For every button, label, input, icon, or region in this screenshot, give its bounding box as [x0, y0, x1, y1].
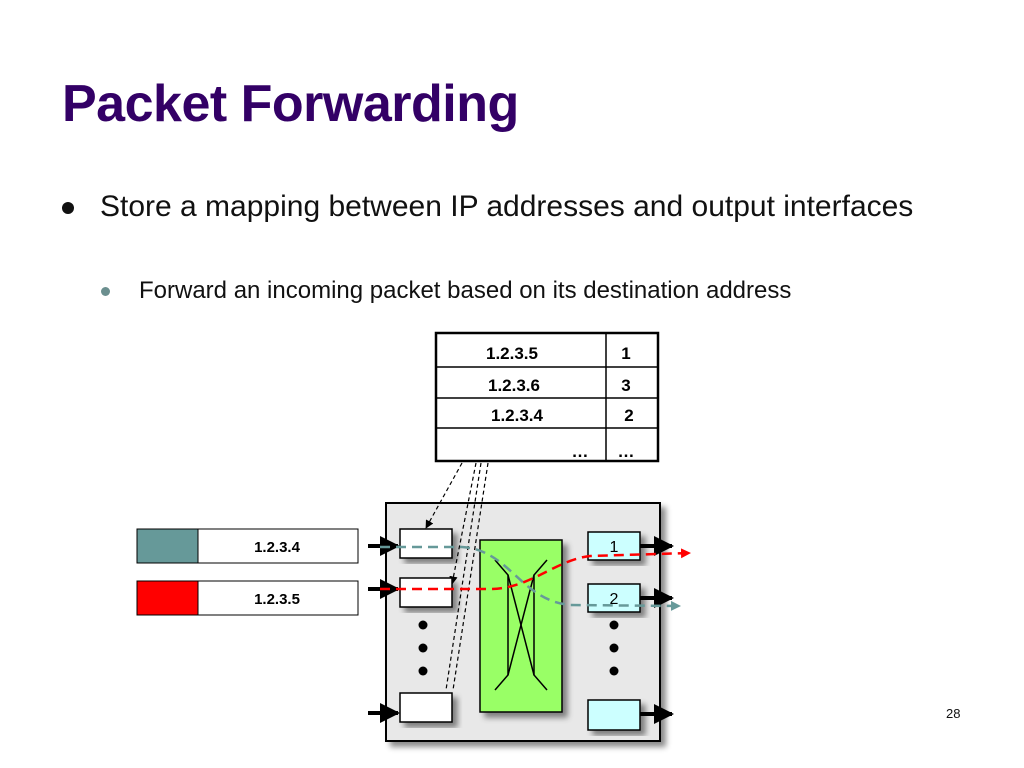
input-port	[399, 577, 453, 608]
red-packet-path	[380, 548, 691, 591]
packet-address: 1.2.3.5	[254, 591, 300, 608]
table-ellipsis-cell: …	[572, 442, 589, 461]
input-port	[399, 528, 453, 559]
packet-2: 1.2.3.5	[136, 580, 359, 616]
table-address-cell: 1.2.3.5	[486, 344, 538, 363]
output-port-label: 2	[610, 591, 619, 608]
input-port	[399, 692, 453, 723]
switch-fabric	[479, 539, 563, 713]
teal-packet-path	[380, 545, 681, 611]
link-arrows	[368, 536, 674, 724]
sub-bullet-dot-icon	[101, 287, 110, 296]
table-address-cell: 1.2.3.4	[491, 406, 544, 425]
page-number: 28	[946, 706, 961, 721]
packet-1: 1.2.3.4	[136, 528, 359, 564]
table-port-cell: 2	[624, 406, 633, 425]
bullet-dot-icon	[62, 202, 74, 214]
forwarding-table: 1.2.3.5 1 1.2.3.6 3 1.2.3.4 2 … …	[434, 331, 660, 463]
table-address-cell: 1.2.3.6	[488, 376, 540, 395]
bullet-text: Store a mapping between IP addresses and…	[100, 190, 914, 223]
packet-address: 1.2.3.4	[254, 539, 301, 556]
table-port-cell: 1	[621, 344, 630, 363]
input-ports	[399, 528, 453, 723]
output-port	[587, 699, 641, 731]
output-port-label: 1	[610, 539, 619, 556]
page-title: Packet Forwarding	[62, 75, 519, 133]
lookup-lines	[425, 462, 489, 691]
output-port-2	[587, 583, 641, 613]
table-port-cell: 3	[621, 376, 630, 395]
sub-bullet-text: Forward an incoming packet based on its …	[139, 277, 792, 304]
table-ellipsis-cell: …	[618, 442, 635, 461]
